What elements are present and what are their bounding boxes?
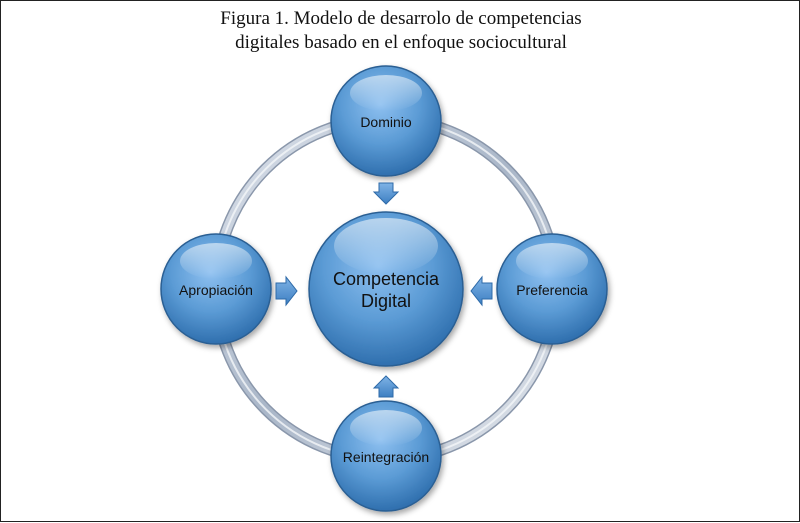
center-node: [308, 211, 464, 367]
node-label-preferencia: Preferencia: [516, 282, 588, 298]
arrow-down-icon: [372, 182, 400, 205]
node-bottom: [330, 400, 442, 512]
node-left: [160, 233, 272, 345]
figure-title: Figura 1. Modelo de desarrolo de compete…: [1, 7, 800, 55]
arrow-right-icon: [275, 275, 298, 307]
node-top: [330, 65, 442, 177]
arrow-left-icon: [470, 275, 493, 307]
node-label-apropiacion: Apropiación: [179, 282, 253, 298]
arrow-up-icon: [372, 375, 400, 398]
center-label-line1: Competencia: [333, 269, 440, 289]
figure-title-line2: digitales basado en el enfoque sociocult…: [235, 32, 567, 53]
node-label-dominio: Dominio: [360, 114, 412, 130]
node-label-reintegracion: Reintegración: [343, 449, 429, 465]
node-right: [496, 233, 608, 345]
center-label-line2: Digital: [361, 291, 411, 311]
figure-title-line1: Figura 1. Modelo de desarrolo de compete…: [220, 8, 582, 29]
